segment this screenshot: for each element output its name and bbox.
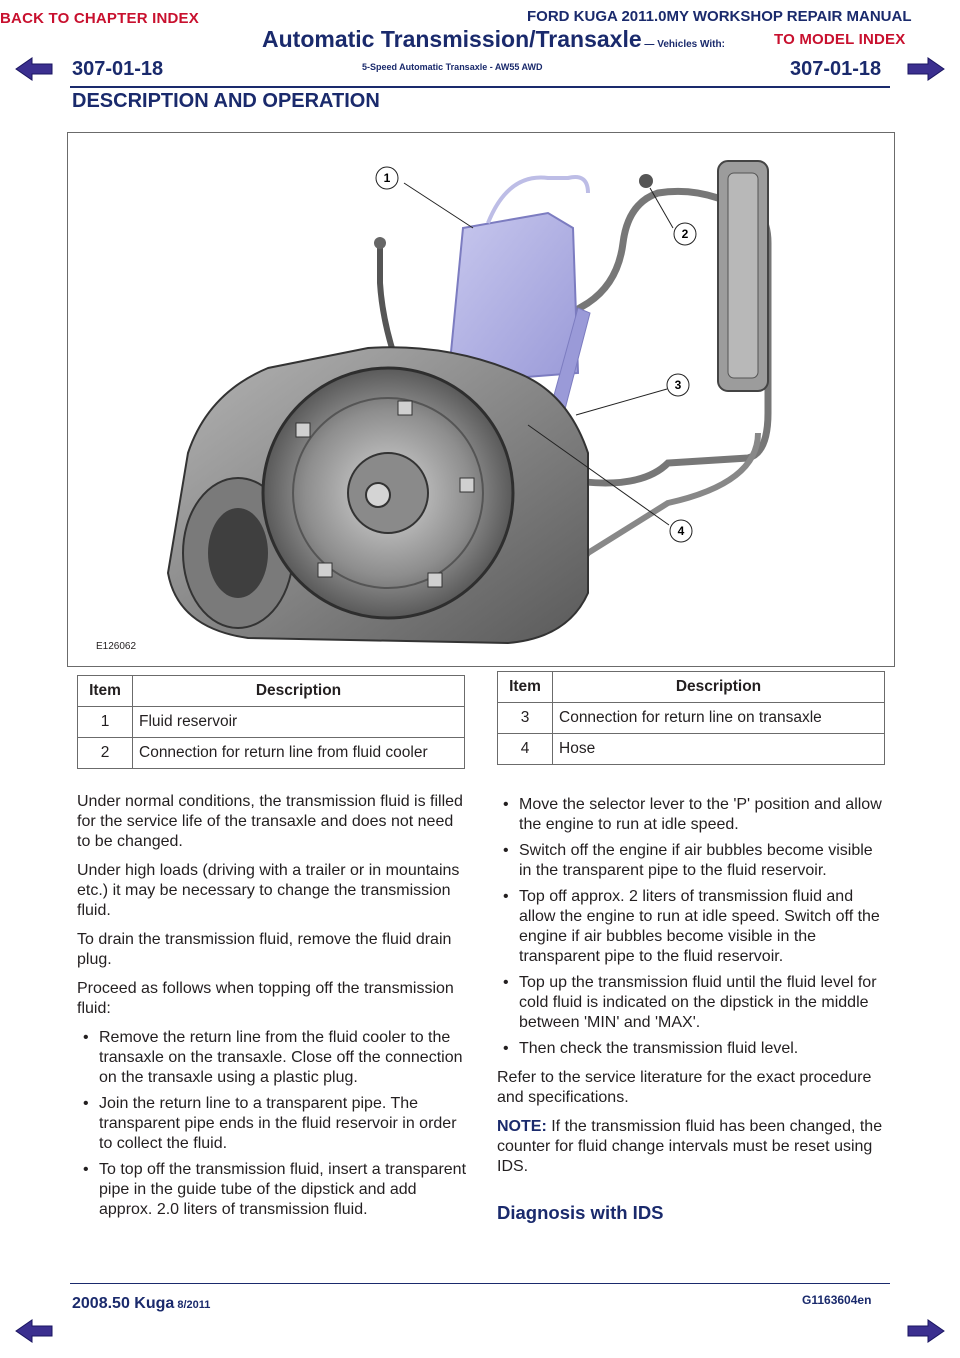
table-row: 4 Hose: [497, 733, 885, 765]
item-description: Connection for return line from fluid co…: [132, 737, 465, 769]
next-page-arrow-icon[interactable]: [906, 56, 946, 82]
paragraph: To drain the transmission fluid, remove …: [77, 931, 452, 968]
item-table-right: Item Description 3 Connection for return…: [497, 671, 885, 765]
paragraph: Under normal conditions, the transmissio…: [77, 793, 463, 850]
transaxle-illustration: 1 2 3 4: [166, 160, 772, 645]
item-number: 1: [77, 706, 133, 738]
paragraph: Refer to the service literature for the …: [497, 1069, 872, 1106]
page-number-left: 307-01-18: [72, 58, 164, 80]
paragraph: Proceed as follows when topping off the …: [77, 980, 454, 1017]
vehicles-with-label: — Vehicles With:: [641, 39, 725, 50]
back-to-chapter-index-link[interactable]: BACK TO CHAPTER INDEX: [0, 10, 199, 27]
footer-model: 2008.50 Kuga 8/2011: [72, 1295, 211, 1312]
callout-4: 4: [669, 519, 693, 543]
callout-2: 2: [673, 222, 697, 246]
list-item: Move the selector lever to the 'P' posit…: [497, 795, 889, 835]
callout-1: 1: [375, 166, 399, 190]
list-item: Join the return line to a transparent pi…: [77, 1094, 467, 1154]
table-row: 3 Connection for return line on transaxl…: [497, 702, 885, 734]
svg-text:2: 2: [682, 227, 689, 241]
item-number: 4: [497, 733, 553, 765]
next-page-arrow-icon[interactable]: [906, 1318, 946, 1344]
paragraph: Under high loads (driving with a trailer…: [77, 862, 460, 919]
table-row: 1 Fluid reservoir: [77, 706, 465, 738]
item-description: Hose: [552, 733, 885, 765]
item-description: Fluid reservoir: [132, 706, 465, 738]
svg-text:4: 4: [678, 524, 685, 538]
diagnosis-heading: Diagnosis with IDS: [497, 1202, 664, 1223]
section-heading: DESCRIPTION AND OPERATION: [72, 90, 380, 112]
footer-code: G1163604en: [802, 1293, 872, 1307]
list-item: Top up the transmission fluid until the …: [497, 973, 889, 1033]
callout-3: 3: [666, 373, 690, 397]
to-model-index-link[interactable]: TO MODEL INDEX: [774, 31, 906, 48]
figure-id: E126062: [96, 641, 137, 652]
list-item: Then check the transmission fluid level.: [497, 1039, 889, 1059]
svg-text:3: 3: [675, 378, 682, 392]
note-label: NOTE:: [497, 1118, 547, 1135]
header-rule: [70, 86, 890, 88]
transaxle-figure: 1 2 3 4: [67, 132, 895, 667]
note: NOTE: If the transmission fluid has been…: [497, 1117, 889, 1177]
note-text: If the transmission fluid has been chang…: [497, 1118, 883, 1175]
procedure-list: Remove the return line from the fluid co…: [77, 1028, 467, 1220]
procedure-list: Move the selector lever to the 'P' posit…: [497, 795, 889, 1059]
previous-page-arrow-icon[interactable]: [14, 56, 54, 82]
item-description: Connection for return line on transaxle: [552, 702, 885, 734]
item-number: 2: [77, 737, 133, 769]
previous-page-arrow-icon[interactable]: [14, 1318, 54, 1344]
footer-rule: [70, 1283, 890, 1284]
item-table-left: Item Description 1 Fluid reservoir 2 Con…: [77, 675, 465, 769]
section-title: Automatic Transmission/Transaxle — Vehic…: [262, 26, 725, 52]
description-header: Description: [552, 671, 885, 703]
footer-date: 8/2011: [174, 1299, 211, 1311]
transaxle-subtitle: 5-Speed Automatic Transaxle - AW55 AWD: [362, 62, 543, 72]
description-header: Description: [132, 675, 465, 707]
item-number: 3: [497, 702, 553, 734]
list-item: Remove the return line from the fluid co…: [77, 1028, 467, 1088]
list-item: To top off the transmission fluid, inser…: [77, 1160, 467, 1220]
table-row: 2 Connection for return line from fluid …: [77, 737, 465, 769]
body-right-column: Move the selector lever to the 'P' posit…: [497, 795, 889, 1223]
item-header: Item: [77, 675, 133, 707]
item-header: Item: [497, 671, 553, 703]
page-number-right: 307-01-18: [790, 58, 882, 80]
list-item: Top off approx. 2 liters of transmission…: [497, 887, 889, 967]
svg-text:1: 1: [384, 171, 391, 185]
body-left-column: Under normal conditions, the transmissio…: [77, 792, 467, 1229]
manual-title: FORD KUGA 2011.0MY WORKSHOP REPAIR MANUA…: [527, 8, 912, 25]
list-item: Switch off the engine if air bubbles bec…: [497, 841, 889, 881]
